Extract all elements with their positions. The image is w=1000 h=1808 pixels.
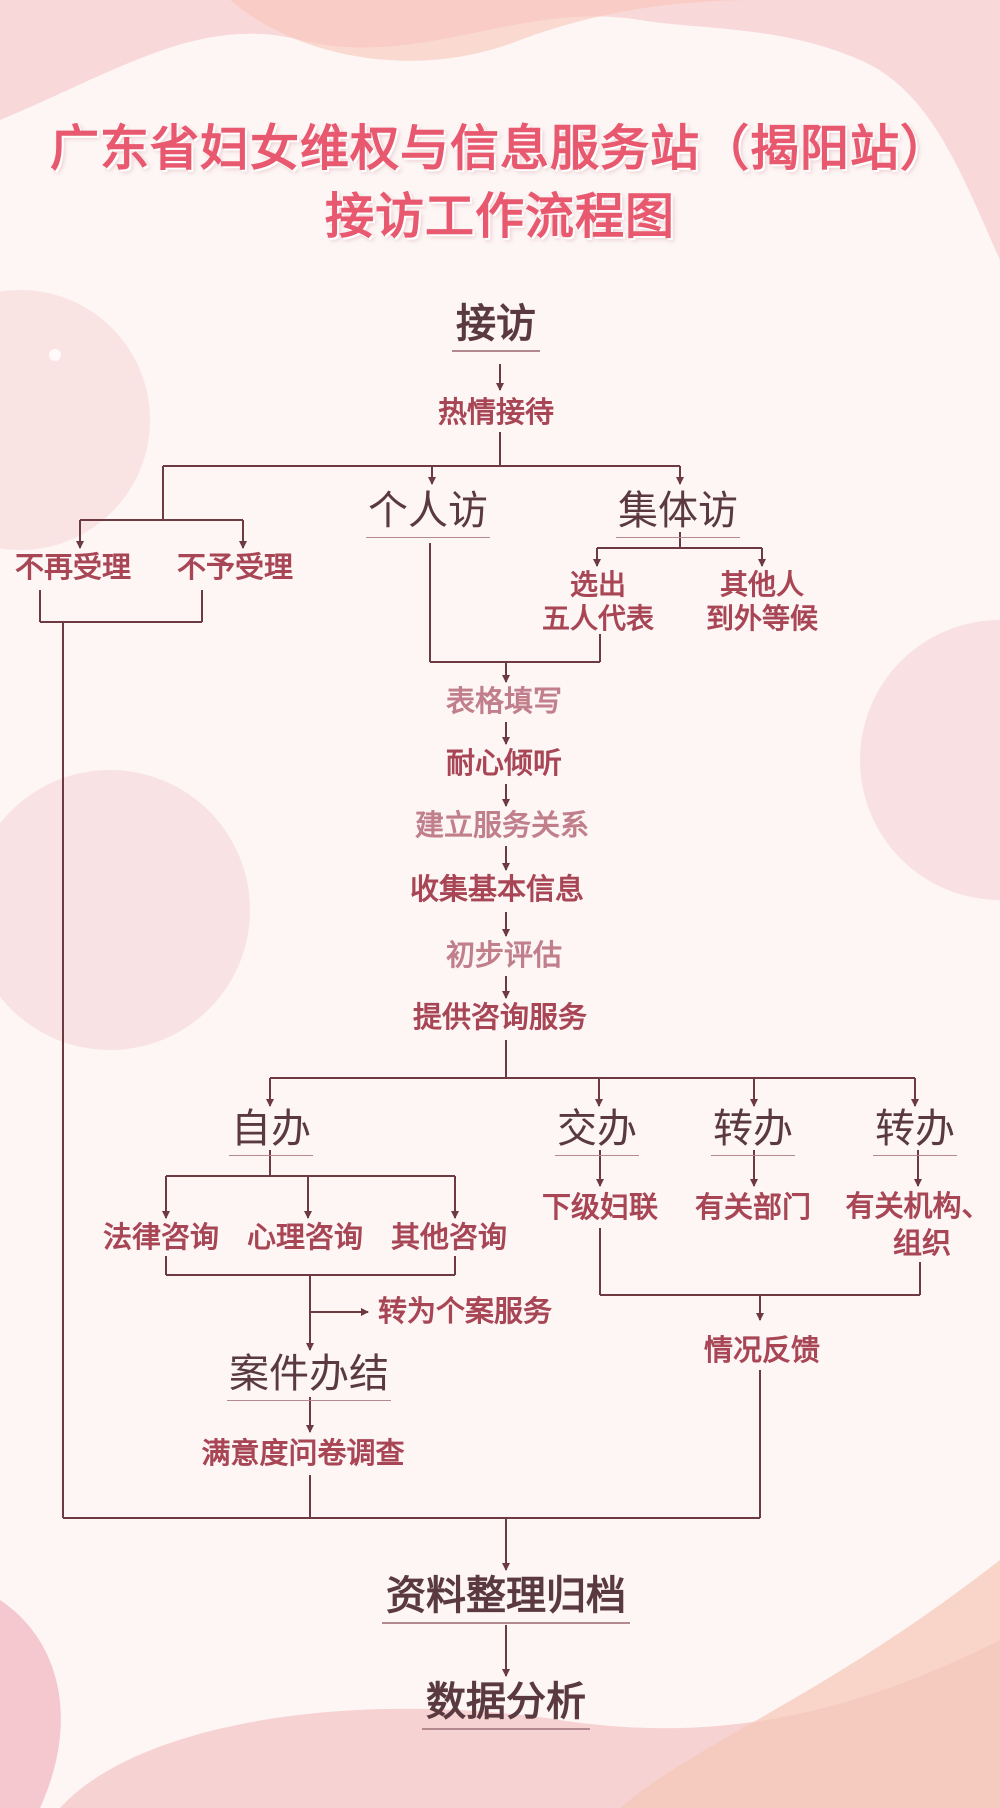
- node-relevant-org-line-1: 有关机构、: [845, 1189, 991, 1223]
- node-individual-visit: 个人访: [366, 487, 490, 538]
- node-transfer-org: 转办: [873, 1105, 957, 1156]
- node-fill-form: 表格填写: [445, 684, 563, 718]
- node-others-wait-line-2: 到外等候: [705, 601, 819, 635]
- node-select-five-line-1: 选出: [569, 568, 627, 601]
- node-other-consult: 其他咨询: [390, 1220, 508, 1254]
- node-psych-consult: 心理咨询: [246, 1220, 364, 1254]
- node-relevant-org-line-2: 组织: [892, 1226, 952, 1261]
- node-no-re-accept: 不再受理: [14, 550, 132, 584]
- node-reception: 接访: [452, 300, 540, 352]
- node-relevant-org: 有关机构、 组织: [845, 1188, 990, 1262]
- node-lower-federation: 下级妇联: [541, 1190, 659, 1224]
- node-legal-consult: 法律咨询: [102, 1220, 220, 1254]
- node-select-five-line-2: 五人代表: [541, 601, 655, 635]
- node-group-visit: 集体访: [616, 487, 740, 538]
- node-build-relation: 建立服务关系: [414, 808, 590, 842]
- node-not-accept: 不予受理: [176, 550, 294, 584]
- node-others-wait: 其他人 到外等候: [706, 568, 818, 635]
- node-feedback: 情况反馈: [703, 1333, 821, 1367]
- node-data-analysis: 数据分析: [422, 1678, 590, 1730]
- node-provide-consult: 提供咨询服务: [412, 1000, 588, 1034]
- title-line-1: 广东省妇女维权与信息服务站（揭阳站）: [49, 120, 951, 177]
- node-initial-assess: 初步评估: [445, 938, 563, 972]
- node-case-closed: 案件办结: [227, 1350, 391, 1401]
- node-relevant-dept: 有关部门: [694, 1190, 812, 1224]
- node-archive: 资料整理归档: [382, 1572, 630, 1624]
- node-listen: 耐心倾听: [445, 746, 563, 780]
- node-collect-info: 收集基本信息: [409, 872, 585, 906]
- node-warm-reception: 热情接待: [437, 395, 555, 429]
- node-hand-over: 交办: [555, 1105, 639, 1156]
- node-self-handle: 自办: [229, 1105, 313, 1156]
- node-to-case-service: 转为个案服务: [377, 1294, 553, 1328]
- node-others-wait-line-1: 其他人: [719, 568, 805, 601]
- node-transfer-dept: 转办: [711, 1105, 795, 1156]
- node-select-five: 选出 五人代表: [542, 568, 654, 635]
- node-survey: 满意度问卷调查: [201, 1436, 405, 1470]
- title-line-2: 接访工作流程图: [324, 188, 676, 245]
